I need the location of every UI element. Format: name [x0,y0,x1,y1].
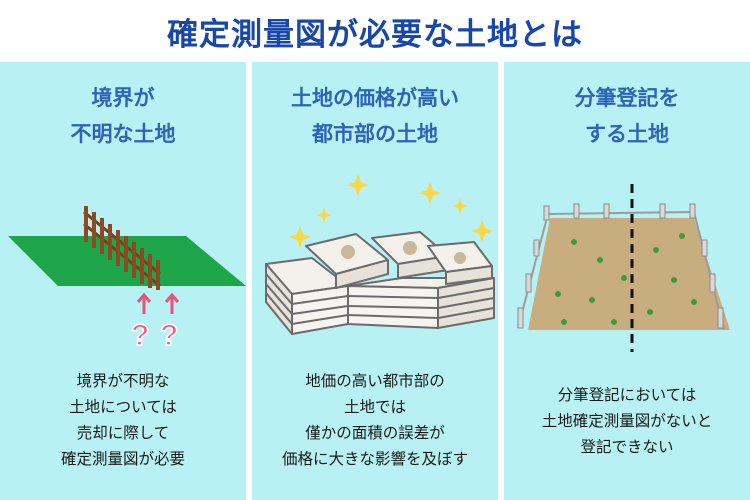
body-line: 分筆登記においては [557,386,697,404]
body-line: 確定測量図が必要 [60,450,185,468]
header: 確定測量図が必要な土地とは [0,0,750,62]
question-marks-icon: ? ? [130,318,179,353]
body-line: 土地については [69,398,177,416]
up-arrow-icon [136,292,180,314]
column-unclear-boundary: 境界が 不明な土地 [0,62,246,500]
body-line: 僅かの面積の誤差が [305,424,445,442]
column-heading: 分筆登記を する土地 [504,80,750,152]
column-heading: 土地の価格が高い 都市部の土地 [252,80,498,152]
fence [83,210,161,288]
column-body: 分筆登記においては 土地確定測量図がないと 登記できない [504,382,750,460]
column-heading: 境界が 不明な土地 [0,80,246,152]
sparkle-icon [289,174,493,248]
heading-line: 不明な土地 [70,122,176,146]
body-line: 境界が不明な [76,372,170,390]
column-high-value-land: 土地の価格が高い 都市部の土地 [252,62,498,500]
heading-line: 分筆登記を [574,86,680,110]
money-stacks-icon [265,174,495,335]
fence-on-grass-icon: ? ? [8,206,246,353]
svg-text:?: ? [160,319,178,352]
body-line: 価格に大きな影響を及ぼす [281,450,468,468]
heading-line: 境界が [91,86,155,110]
page-title: 確定測量図が必要な土地とは [167,16,583,53]
body-line: 地価の高い都市部の [305,372,445,390]
body-line: 登記できない [580,438,674,456]
columns: 境界が 不明な土地 [0,62,750,500]
heading-line: 土地の価格が高い [291,86,459,110]
svg-text:?: ? [131,319,149,352]
body-line: 売却に際して [76,424,170,442]
body-line: 土地では [343,398,406,416]
body-line: 土地確定測量図がないと [541,412,713,430]
heading-line: する土地 [585,122,669,146]
heading-line: 都市部の土地 [312,122,438,146]
column-subdivision: 分筆登記を する土地 [504,62,750,500]
column-body: 境界が不明な 土地については 売却に際して 確定測量図が必要 [0,368,246,472]
column-body: 地価の高い都市部の 土地では 僅かの面積の誤差が 価格に大きな影響を及ぼす [252,368,498,472]
divided-plot-icon [517,184,730,352]
